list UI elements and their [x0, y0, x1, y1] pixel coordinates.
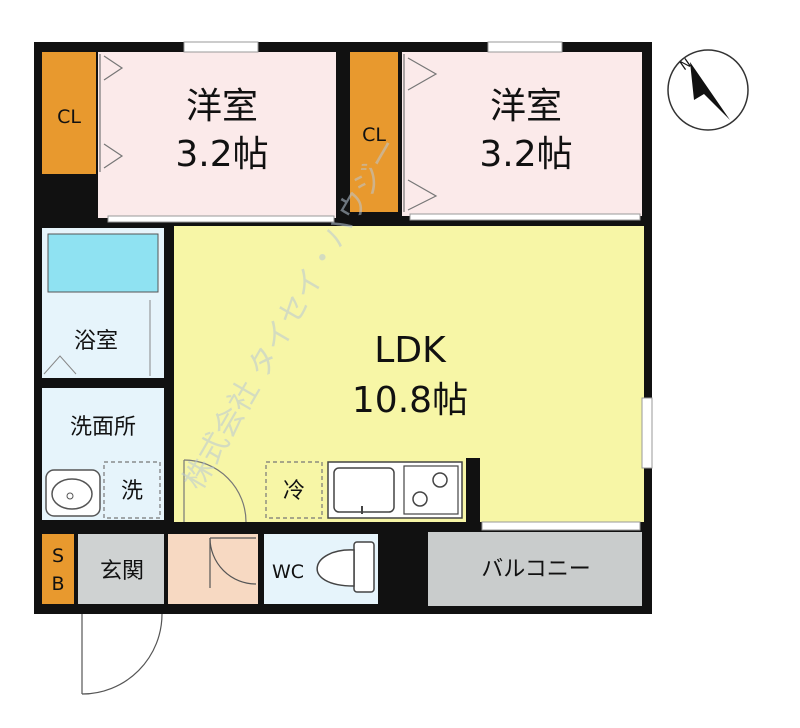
burner-1 — [432, 472, 448, 488]
bathtub — [47, 233, 159, 293]
closet-doors-right — [403, 54, 438, 212]
entrance-label: 玄関 — [100, 559, 144, 584]
shoe-box — [42, 534, 74, 604]
western-room-left-area — [98, 52, 336, 218]
bathroom-label: 浴室 — [74, 329, 118, 354]
closet-left-label: CL — [57, 106, 81, 128]
kitchen-wall — [466, 458, 480, 522]
ldk-name: LDK — [374, 330, 447, 371]
western-room-right-area — [402, 52, 642, 216]
closet-left — [42, 52, 96, 174]
balcony-area — [428, 532, 642, 606]
hall-area — [168, 534, 258, 604]
closet-right-label: CL — [362, 124, 386, 146]
windows — [107, 41, 653, 469]
washer-space — [103, 461, 161, 519]
ldk-door — [183, 459, 247, 523]
balcony-door — [481, 521, 641, 531]
shoe-box-label-top: S — [52, 545, 64, 567]
compass-needle-icon — [690, 62, 730, 120]
western-room-left-name: 洋室 — [186, 86, 258, 127]
bath-drain — [43, 355, 77, 375]
basin-bowl — [51, 478, 93, 510]
compass: N — [667, 49, 749, 131]
fridge-space — [265, 461, 323, 519]
western-room-right-size: 3.2帖 — [479, 134, 572, 175]
western-room-right-name: 洋室 — [490, 86, 562, 127]
western-room-left-size: 3.2帖 — [175, 134, 268, 175]
hall-door — [209, 537, 257, 588]
balcony-label: バルコニー — [481, 557, 591, 582]
washroom-label: 洗面所 — [70, 415, 136, 440]
basin-drain — [66, 492, 74, 500]
genkan-area — [78, 534, 164, 604]
fridge-label: 冷 — [283, 479, 305, 504]
shoe-box-label-bottom: B — [51, 573, 64, 595]
wc-label: WC — [272, 561, 304, 583]
entrance-door — [81, 613, 163, 695]
ldk-size: 10.8帖 — [352, 380, 468, 421]
washer-label: 洗 — [121, 479, 143, 504]
kitchen-sink — [333, 467, 395, 513]
closet-doors-left — [99, 54, 124, 172]
stove — [403, 465, 459, 515]
closet-right — [350, 52, 398, 212]
burner-2 — [412, 491, 428, 507]
toilet — [316, 541, 375, 593]
